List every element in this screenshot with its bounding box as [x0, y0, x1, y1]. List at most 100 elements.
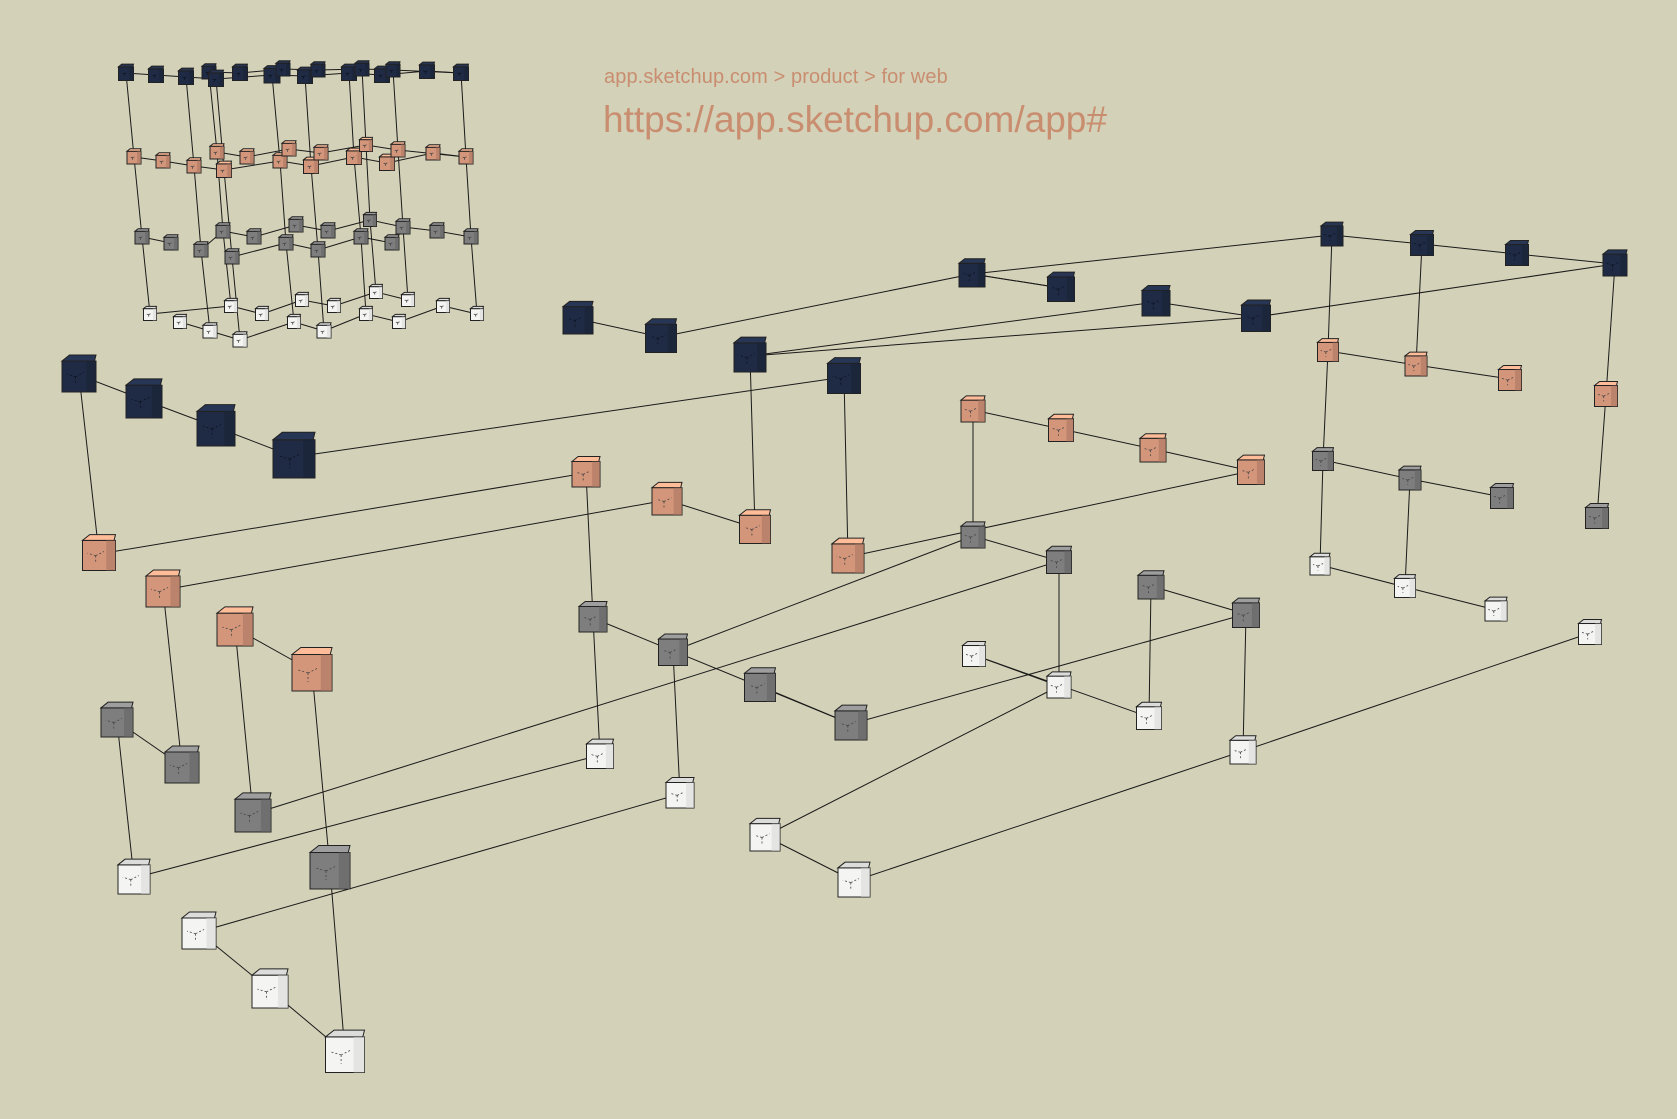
navy-cube-icon[interactable] — [957, 258, 986, 288]
white-cube-icon[interactable] — [358, 305, 374, 322]
orange-cube-icon[interactable] — [312, 144, 329, 161]
orange-cube-icon[interactable] — [185, 157, 202, 174]
orange-cube-icon[interactable] — [1236, 454, 1266, 486]
gray-cube-icon[interactable] — [383, 234, 400, 251]
white-cube-icon[interactable] — [201, 322, 218, 339]
white-cube-icon[interactable] — [254, 305, 270, 322]
navy-cube-icon[interactable] — [1409, 229, 1435, 257]
white-cube-icon[interactable] — [961, 640, 987, 667]
gray-cube-icon[interactable] — [163, 745, 200, 784]
orange-cube-icon[interactable] — [345, 147, 363, 166]
white-cube-icon[interactable] — [469, 305, 485, 322]
navy-cube-icon[interactable] — [124, 378, 163, 419]
gray-cube-icon[interactable] — [1311, 447, 1335, 471]
gray-cube-icon[interactable] — [1489, 482, 1515, 509]
navy-cube-icon[interactable] — [1140, 285, 1171, 317]
navy-cube-icon[interactable] — [296, 66, 314, 84]
gray-cube-icon[interactable] — [577, 601, 608, 633]
white-cube-icon[interactable] — [315, 322, 332, 339]
white-cube-icon[interactable] — [435, 297, 451, 314]
white-cube-icon[interactable] — [294, 291, 310, 308]
white-cube-icon[interactable] — [231, 331, 248, 348]
orange-cube-icon[interactable] — [215, 160, 233, 179]
orange-cube-icon[interactable] — [457, 148, 474, 165]
white-cube-icon[interactable] — [223, 297, 239, 314]
navy-cube-icon[interactable] — [1601, 249, 1628, 277]
orange-cube-icon[interactable] — [424, 144, 441, 161]
white-cube-icon[interactable] — [286, 313, 302, 330]
orange-cube-icon[interactable] — [830, 537, 865, 574]
navy-cube-icon[interactable] — [274, 60, 291, 77]
white-cube-icon[interactable] — [180, 911, 217, 950]
white-cube-icon[interactable] — [1045, 671, 1072, 699]
gray-cube-icon[interactable] — [308, 844, 351, 890]
orange-cube-icon[interactable] — [208, 143, 225, 160]
gray-cube-icon[interactable] — [245, 228, 262, 245]
navy-cube-icon[interactable] — [732, 336, 767, 373]
navy-cube-icon[interactable] — [117, 63, 135, 81]
navy-cube-icon[interactable] — [418, 61, 436, 79]
navy-cube-icon[interactable] — [826, 357, 862, 394]
navy-cube-icon[interactable] — [231, 63, 249, 81]
navy-cube-icon[interactable] — [195, 404, 236, 447]
orange-cube-icon[interactable] — [280, 140, 297, 157]
white-cube-icon[interactable] — [1228, 735, 1257, 765]
white-cube-icon[interactable] — [1483, 596, 1508, 622]
orange-cube-icon[interactable] — [238, 148, 255, 165]
orange-cube-icon[interactable] — [125, 148, 142, 165]
white-cube-icon[interactable] — [324, 1029, 366, 1074]
gray-cube-icon[interactable] — [162, 234, 179, 251]
orange-cube-icon[interactable] — [1403, 351, 1428, 377]
orange-cube-icon[interactable] — [290, 646, 333, 692]
white-cube-icon[interactable] — [1393, 574, 1417, 599]
navy-cube-icon[interactable] — [644, 318, 678, 353]
gray-cube-icon[interactable] — [743, 667, 777, 703]
orange-cube-icon[interactable] — [389, 141, 406, 158]
gray-cube-icon[interactable] — [99, 701, 134, 738]
white-cube-icon[interactable] — [1577, 618, 1603, 645]
gray-cube-icon[interactable] — [223, 248, 240, 265]
gray-cube-icon[interactable] — [277, 234, 294, 251]
gray-cube-icon[interactable] — [833, 704, 868, 741]
gray-cube-icon[interactable] — [214, 222, 231, 239]
gray-cube-icon[interactable] — [233, 792, 272, 833]
white-cube-icon[interactable] — [250, 968, 289, 1009]
gray-cube-icon[interactable] — [657, 633, 689, 667]
orange-cube-icon[interactable] — [1497, 364, 1523, 391]
orange-cube-icon[interactable] — [144, 569, 181, 608]
navy-cube-icon[interactable] — [353, 60, 370, 77]
gray-cube-icon[interactable] — [394, 218, 411, 235]
navy-cube-icon[interactable] — [384, 61, 401, 78]
navy-cube-icon[interactable] — [1240, 299, 1272, 333]
white-cube-icon[interactable] — [116, 858, 151, 895]
orange-cube-icon[interactable] — [358, 136, 374, 152]
navy-cube-icon[interactable] — [1046, 271, 1076, 303]
navy-cube-icon[interactable] — [561, 300, 594, 335]
gray-cube-icon[interactable] — [133, 228, 150, 245]
gray-cube-icon[interactable] — [362, 211, 378, 227]
gray-cube-icon[interactable] — [352, 228, 369, 245]
white-cube-icon[interactable] — [391, 313, 407, 330]
navy-cube-icon[interactable] — [340, 63, 358, 81]
orange-cube-icon[interactable] — [1593, 380, 1619, 407]
orange-cube-icon[interactable] — [81, 534, 117, 571]
gray-cube-icon[interactable] — [1136, 570, 1165, 600]
gray-cube-icon[interactable] — [1397, 465, 1422, 491]
gray-cube-icon[interactable] — [462, 228, 479, 245]
white-cube-icon[interactable] — [836, 861, 871, 898]
navy-cube-icon[interactable] — [177, 67, 195, 85]
navy-cube-icon[interactable] — [271, 431, 316, 479]
white-cube-icon[interactable] — [172, 313, 188, 330]
orange-cube-icon[interactable] — [650, 481, 683, 516]
navy-cube-icon[interactable] — [452, 63, 470, 81]
navy-cube-icon[interactable] — [207, 69, 225, 87]
navy-cube-icon[interactable] — [1504, 239, 1530, 267]
navy-cube-icon[interactable] — [1319, 221, 1344, 247]
gray-cube-icon[interactable] — [1231, 597, 1261, 628]
navy-cube-icon[interactable] — [60, 354, 97, 393]
white-cube-icon[interactable] — [142, 305, 158, 322]
navy-cube-icon[interactable] — [147, 65, 165, 83]
gray-cube-icon[interactable] — [428, 222, 445, 239]
orange-cube-icon[interactable] — [570, 456, 601, 488]
